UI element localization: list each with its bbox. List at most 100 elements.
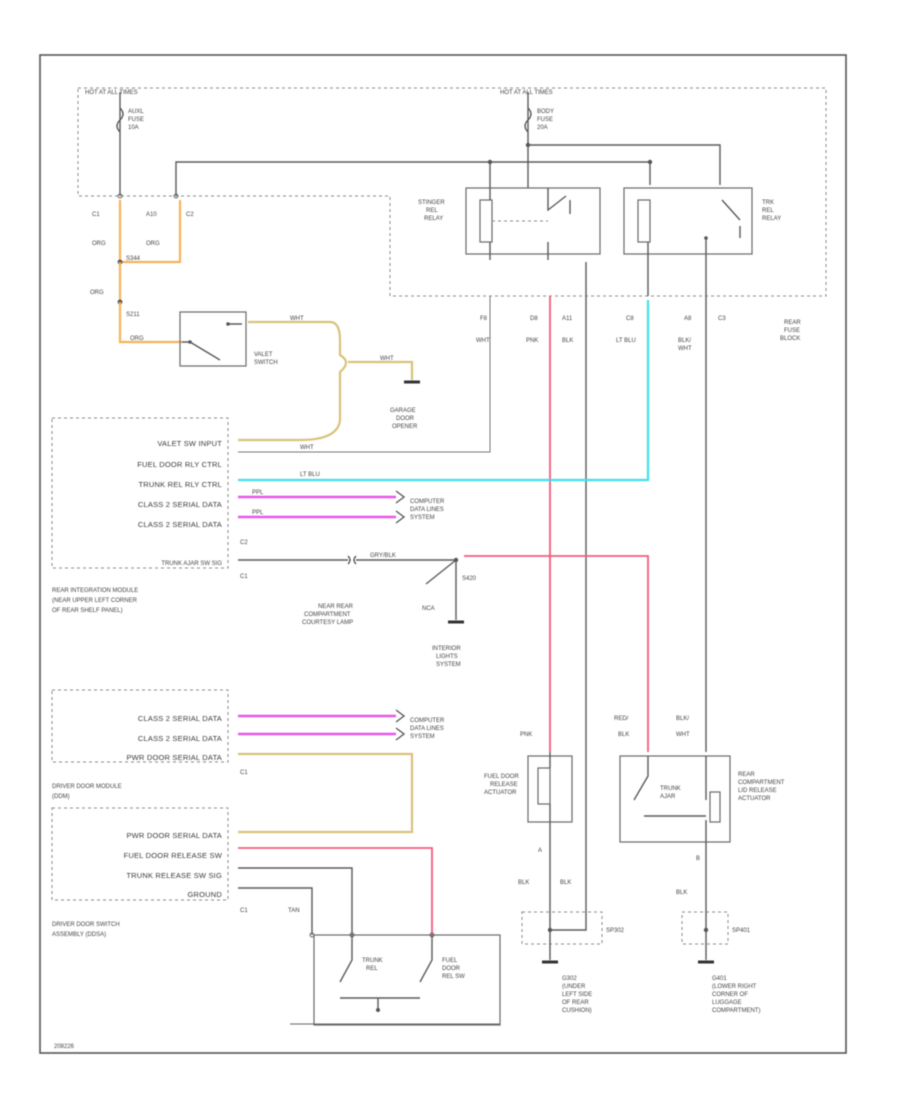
- interior-1: INTERIOR: [432, 646, 461, 652]
- wire-ppl-2: PPL: [252, 510, 264, 516]
- auxl-fuse-symbol: [116, 107, 124, 133]
- fuel-door-label-1: FUEL: [442, 958, 458, 964]
- ground-g302-5: CUSHION): [562, 1008, 592, 1014]
- trunk-ajar-label-1: TRUNK: [660, 786, 681, 792]
- rim-c1: C1: [240, 574, 248, 580]
- splice-sp302: SP302: [606, 928, 625, 934]
- rear-fuse-label-2: FUSE: [784, 328, 800, 334]
- ground-g401-3: CORNER OF: [712, 992, 748, 998]
- wire-wht-f8: WHT: [300, 445, 314, 451]
- fdra-label-3: ACTUATOR: [484, 790, 517, 796]
- ddsa-name-2: ASSEMBLY (DDSA): [52, 932, 106, 938]
- fuel-door-switch-wire: [238, 847, 433, 935]
- body-fuse-symbol: [524, 107, 532, 133]
- fdra-label-1: FUEL DOOR: [484, 774, 519, 780]
- rear-integration-module-box: [51, 417, 229, 569]
- wire-s420: S420: [462, 576, 477, 582]
- conn-c1-top: C1: [92, 212, 100, 218]
- wire-org-2: ORG: [146, 241, 160, 247]
- pin-a11: A11: [562, 316, 573, 322]
- wire-redblk-2: BLK: [618, 732, 629, 738]
- computer-2b: DATA LINES: [410, 726, 444, 732]
- rear-fuse-label-3: BLOCK: [780, 336, 800, 342]
- ground-g401-4: LUGGAGE: [712, 1000, 742, 1006]
- wire-blk-a: BLK: [518, 880, 529, 886]
- splice-sp302-box: [521, 911, 603, 945]
- garage-label-2: DOOR: [396, 416, 415, 422]
- ground-g401-1: G401: [712, 976, 727, 982]
- wire-pnk-2: PNK: [520, 732, 532, 738]
- trunk-release-wire: [238, 867, 353, 935]
- auxl-fuse-label-3: 10A: [128, 125, 139, 131]
- wire-redblk-1: RED/: [614, 716, 629, 722]
- computer-1b: DATA LINES: [410, 507, 444, 513]
- stinger-relay-box: [465, 187, 601, 255]
- wire-blkwht-b1: BLK/: [676, 716, 689, 722]
- rim-fuel: FUEL DOOR RLY CTRL: [137, 460, 222, 469]
- ground-g401-5: COMPARTMENT): [712, 1008, 760, 1014]
- conn-a10: A10: [146, 212, 157, 218]
- ddsa-gnd: GROUND: [187, 890, 222, 899]
- wire-nca: NCA: [422, 606, 435, 612]
- body-fuse-label-1: BODY: [537, 109, 554, 115]
- stinger-relay-label-2: REL: [426, 208, 438, 214]
- ground-g302-4: OF REAR: [562, 1000, 589, 1006]
- ddm-name-1: DRIVER DOOR MODULE: [52, 784, 122, 790]
- ground-wire: [238, 887, 313, 935]
- computer-2a: COMPUTER: [410, 718, 445, 724]
- diagram-border: [39, 54, 847, 1054]
- valet-switch-box: [179, 311, 247, 367]
- wire-org-3: ORG: [90, 290, 104, 296]
- ddm-name-2: (DDM): [52, 794, 70, 800]
- courtesy-lamp-pink: [464, 555, 649, 752]
- trunk-rel-label-1: TRUNK: [362, 958, 383, 964]
- trunk-relay-label-1: TRK: [762, 200, 774, 206]
- ddm-class2b: CLASS 2 SERIAL DATA: [138, 734, 222, 743]
- wire-org-1: ORG: [92, 241, 106, 247]
- rear-fuse-label-1: REAR: [784, 320, 801, 326]
- splice-s211: S211: [126, 312, 140, 318]
- ground-g401-2: (LOWER RIGHT: [712, 984, 757, 990]
- conn-c2-top: C2: [186, 212, 194, 218]
- col-ltblu: LT BLU: [616, 338, 636, 344]
- ground-g302-1: G302: [562, 976, 577, 982]
- wire-blk-c: BLK: [676, 890, 687, 896]
- rim-class2a: CLASS 2 SERIAL DATA: [138, 500, 222, 509]
- wire-gry-blk: GRY/BLK: [370, 553, 396, 559]
- fdra-label-2: RELEASE: [490, 782, 518, 788]
- rim-name-1: REAR INTEGRATION MODULE: [52, 588, 138, 594]
- wire-wht-2: WHT: [380, 356, 394, 362]
- pwr-door-serial-wire: [238, 752, 414, 834]
- hot-label-left: HOT AT ALL TIMES: [85, 90, 138, 96]
- pin-b: B: [696, 856, 700, 862]
- col-blk: BLK: [562, 338, 573, 344]
- pin-a: A: [538, 848, 542, 854]
- footer-id: 208226: [54, 1044, 75, 1050]
- rclra-label-4: ACTUATOR: [738, 796, 771, 802]
- orange-wire-left: [118, 200, 182, 264]
- valet-switch-label-1: VALET: [254, 352, 273, 358]
- tan-wire-valet: [238, 320, 348, 442]
- wire-blkwht-b2: WHT: [676, 732, 690, 738]
- col-wht: WHT: [476, 338, 490, 344]
- valet-switch-label-2: SWITCH: [254, 360, 278, 366]
- rim-name-2: (NEAR UPPER LEFT CORNER: [52, 598, 138, 604]
- near-rear-3: COURTESY LAMP: [302, 620, 353, 626]
- col-blkwht-2: WHT: [678, 346, 692, 352]
- ddm-pwr: PWR DOOR SERIAL DATA: [126, 753, 222, 762]
- hot-at-all-times-box: [77, 87, 827, 297]
- rclra-label-2: COMPARTMENT: [738, 780, 785, 786]
- computer-1a: COMPUTER: [410, 499, 445, 505]
- ddsa-pwr: PWR DOOR SERIAL DATA: [126, 831, 222, 840]
- interior-3: SYSTEM: [436, 662, 461, 668]
- ground-g302-3: LEFT SIDE: [562, 992, 592, 998]
- fuel-door-label-2: DOOR: [442, 966, 461, 972]
- rim-c2: C2: [240, 540, 248, 546]
- lid-release-actuator-box: [619, 755, 731, 843]
- wire-f8-wht: [238, 296, 491, 453]
- computer-1c: SYSTEM: [410, 515, 435, 521]
- ddsa-c1: C1: [240, 908, 248, 914]
- splice-sp401-box: [681, 911, 729, 945]
- wire-ltblu: LT BLU: [300, 472, 320, 478]
- pin-c8: C8: [626, 316, 634, 322]
